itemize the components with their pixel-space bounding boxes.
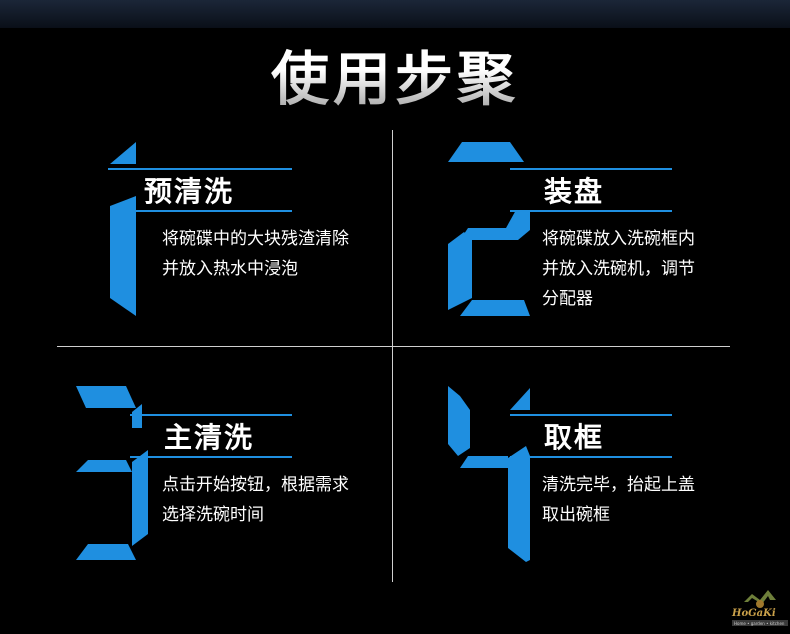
- step-2-title: 装盘: [544, 175, 605, 208]
- step-3-title: 主清洗: [164, 421, 255, 454]
- step-4-line-1: 清洗完毕，抬起上盖: [542, 475, 695, 495]
- brand-logo: HoGaKi Home • garden • kitchen: [731, 590, 788, 626]
- step-2-top-bar: [510, 168, 672, 170]
- step-1-top-bar: [108, 168, 292, 170]
- step-4-top-bar: [510, 414, 672, 416]
- step-3-description: 点击开始按钮，根据需求 选择洗碗时间: [162, 470, 349, 530]
- step-2-line-3: 分配器: [542, 289, 593, 309]
- step-3-line-1: 点击开始按钮，根据需求: [162, 475, 349, 495]
- top-band: [0, 0, 790, 28]
- step-2-description: 将碗碟放入洗碗框内 并放入洗碗机，调节 分配器: [542, 224, 695, 314]
- vertical-divider: [392, 130, 393, 582]
- step-1-line-1: 将碗碟中的大块残渣清除: [162, 229, 349, 249]
- page-title: 使用步聚: [0, 32, 790, 116]
- svg-text:Home • garden • kitchen: Home • garden • kitchen: [734, 621, 785, 626]
- digit-three-icon: [76, 386, 148, 560]
- step-2-line-2: 并放入洗碗机，调节: [542, 259, 695, 279]
- step-1-title: 预清洗: [144, 175, 235, 208]
- step-1-description: 将碗碟中的大块残渣清除 并放入热水中浸泡: [162, 224, 349, 284]
- step-4-description: 清洗完毕，抬起上盖 取出碗框: [542, 470, 695, 530]
- step-2-line-1: 将碗碟放入洗碗框内: [542, 229, 695, 249]
- step-2-bottom-bar: [510, 210, 672, 212]
- svg-text:HoGaKi: HoGaKi: [731, 608, 776, 619]
- step-3-line-2: 选择洗碗时间: [162, 505, 264, 525]
- digit-two-icon: [448, 142, 530, 316]
- step-3-bottom-bar: [130, 456, 292, 458]
- digit-one-icon: [110, 142, 136, 316]
- step-3-top-bar: [130, 414, 292, 416]
- step-4-line-2: 取出碗框: [542, 505, 610, 525]
- digit-four-icon: [448, 386, 530, 562]
- step-4-bottom-bar: [510, 456, 672, 458]
- step-1-bottom-bar: [132, 210, 292, 212]
- horizontal-divider: [57, 346, 730, 347]
- step-1-line-2: 并放入热水中浸泡: [162, 259, 298, 279]
- step-4-title: 取框: [544, 421, 605, 454]
